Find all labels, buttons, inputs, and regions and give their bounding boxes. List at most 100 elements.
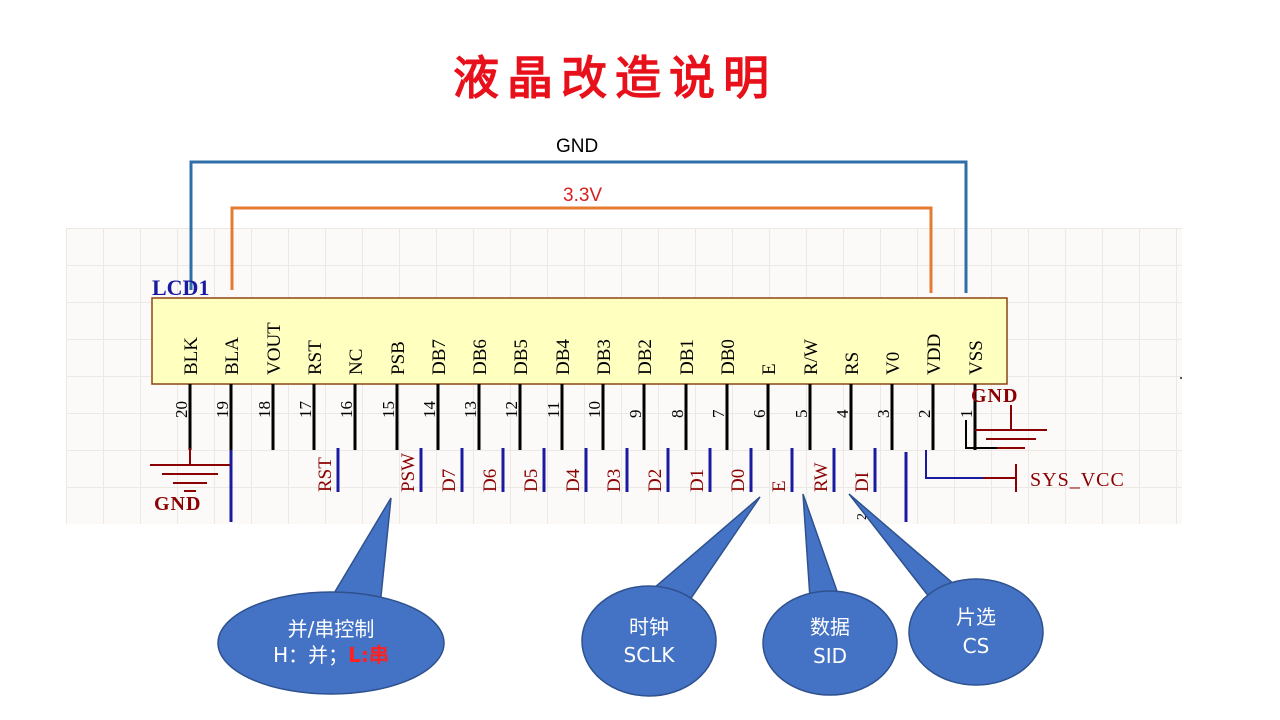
net-label: D4 xyxy=(563,468,584,492)
pin-name: DB0 xyxy=(718,339,739,375)
pin-number: 18 xyxy=(255,401,274,418)
callout-sclk-line2: SCLK xyxy=(624,643,676,667)
pin-3: V0 3 xyxy=(874,352,908,522)
pin-number: 19 xyxy=(213,401,232,418)
pin-number: 14 xyxy=(420,401,439,419)
net-label: PSW xyxy=(398,453,419,492)
pin-1: VSS 1 xyxy=(957,340,987,450)
pin-16: NC 16 xyxy=(337,349,367,450)
pin-number: 9 xyxy=(626,410,645,419)
pin-name: PSB xyxy=(388,341,409,375)
callout-sid-line2: SID xyxy=(813,644,847,668)
pin-number: 2 xyxy=(915,410,934,419)
pin-number: 10 xyxy=(585,401,604,418)
gnd-wire xyxy=(189,160,968,293)
pin-number: 1 xyxy=(957,410,976,419)
pin-name: V0 xyxy=(883,352,904,375)
pin-name: E xyxy=(759,363,780,375)
v33-wire xyxy=(230,206,933,293)
pin-7: DB0 7D0 xyxy=(709,339,753,492)
stray-label: 2 xyxy=(855,513,870,520)
callout-sclk-line1: 时钟 xyxy=(629,615,669,639)
pin-name: DB4 xyxy=(553,339,574,375)
gnd-left-symbol xyxy=(150,448,230,492)
pin-name: VSS xyxy=(966,340,987,375)
pin-19: BLA 19 xyxy=(213,337,243,522)
callout-sid: 数据 SID xyxy=(762,493,898,696)
net-label: D2 xyxy=(645,469,666,492)
slide-title: 液晶改造说明 xyxy=(453,51,777,105)
net-label: E xyxy=(769,480,790,492)
net-label: RST xyxy=(315,457,336,492)
pin-number: 11 xyxy=(544,402,563,418)
callout-cs-line1: 片选 xyxy=(956,605,996,629)
pin-8: DB1 8D1 xyxy=(668,339,712,492)
gnd-right-symbol xyxy=(965,405,1047,449)
callout-cs-line2: CS xyxy=(963,634,990,658)
pin-number: 8 xyxy=(668,410,687,419)
pin-number: 13 xyxy=(461,401,480,418)
pin-number: 12 xyxy=(502,401,521,418)
pin-6: E6E xyxy=(750,363,794,492)
net-label: D7 xyxy=(439,469,460,492)
pin-18: VOUT 18 xyxy=(255,322,285,450)
pin-number: 20 xyxy=(172,401,191,418)
callout-psb: 并/串控制 H：并；L:串 xyxy=(217,497,445,695)
net-label: D3 xyxy=(604,469,625,492)
callout-sclk: 时钟 SCLK xyxy=(581,496,761,697)
pin-2: VDD 2 xyxy=(915,334,945,450)
pin-name: BLK xyxy=(181,337,202,375)
pin-group: BLK20BLA19VOUT18RST17RSTNC16PSB15PSWDB71… xyxy=(172,322,987,522)
pin-name: RS xyxy=(842,352,863,375)
gnd-right-label: GND xyxy=(971,385,1018,407)
pin-number: 3 xyxy=(874,410,893,419)
pin-name: VOUT xyxy=(264,322,285,375)
net-label: DI xyxy=(852,472,873,492)
callout-sid-line1: 数据 xyxy=(810,615,850,639)
net-label: D1 xyxy=(687,469,708,492)
callout-psb-line2a: H：并； xyxy=(273,643,348,667)
pin-name: DB5 xyxy=(511,339,532,375)
pin-number: 7 xyxy=(709,409,728,418)
pin-name: DB3 xyxy=(594,339,615,375)
net-label: D6 xyxy=(480,469,501,492)
pin-name: DB7 xyxy=(429,339,450,375)
pin-number: 4 xyxy=(833,409,852,418)
v33-wire-label: 3.3V xyxy=(563,185,603,206)
pin-number: 16 xyxy=(337,401,356,418)
svg-text:H：并；L:串: H：并；L:串 xyxy=(273,643,389,667)
pin-name: VDD xyxy=(924,334,945,375)
pin-name: DB2 xyxy=(635,339,656,375)
net-label: D0 xyxy=(728,469,749,492)
sys-vcc-symbol xyxy=(925,450,1017,492)
pin-20: BLK 20 xyxy=(172,337,202,450)
pin-name: R/W xyxy=(801,339,822,375)
pin-name: BLA xyxy=(222,337,243,375)
pin-9: DB2 9D2 xyxy=(626,339,670,492)
pin-name: RST xyxy=(305,340,326,375)
pin-number: 17 xyxy=(296,401,315,419)
lcd-component-body xyxy=(151,297,1008,385)
component-designator: LCD1 xyxy=(152,275,209,300)
pin-name: NC xyxy=(346,349,367,375)
pin-name: DB1 xyxy=(677,339,698,375)
pin-name: DB6 xyxy=(470,339,491,375)
gnd-left-label: GND xyxy=(154,493,201,515)
callout-psb-line1: 并/串控制 xyxy=(288,617,375,641)
pin-number: 5 xyxy=(792,410,811,419)
callout-cs: 片选 CS xyxy=(848,493,1044,686)
gnd-wire-label: GND xyxy=(556,136,599,157)
net-label: D5 xyxy=(521,469,542,492)
callout-psb-line2b: L:串 xyxy=(348,643,389,667)
pin-number: 6 xyxy=(750,410,769,419)
